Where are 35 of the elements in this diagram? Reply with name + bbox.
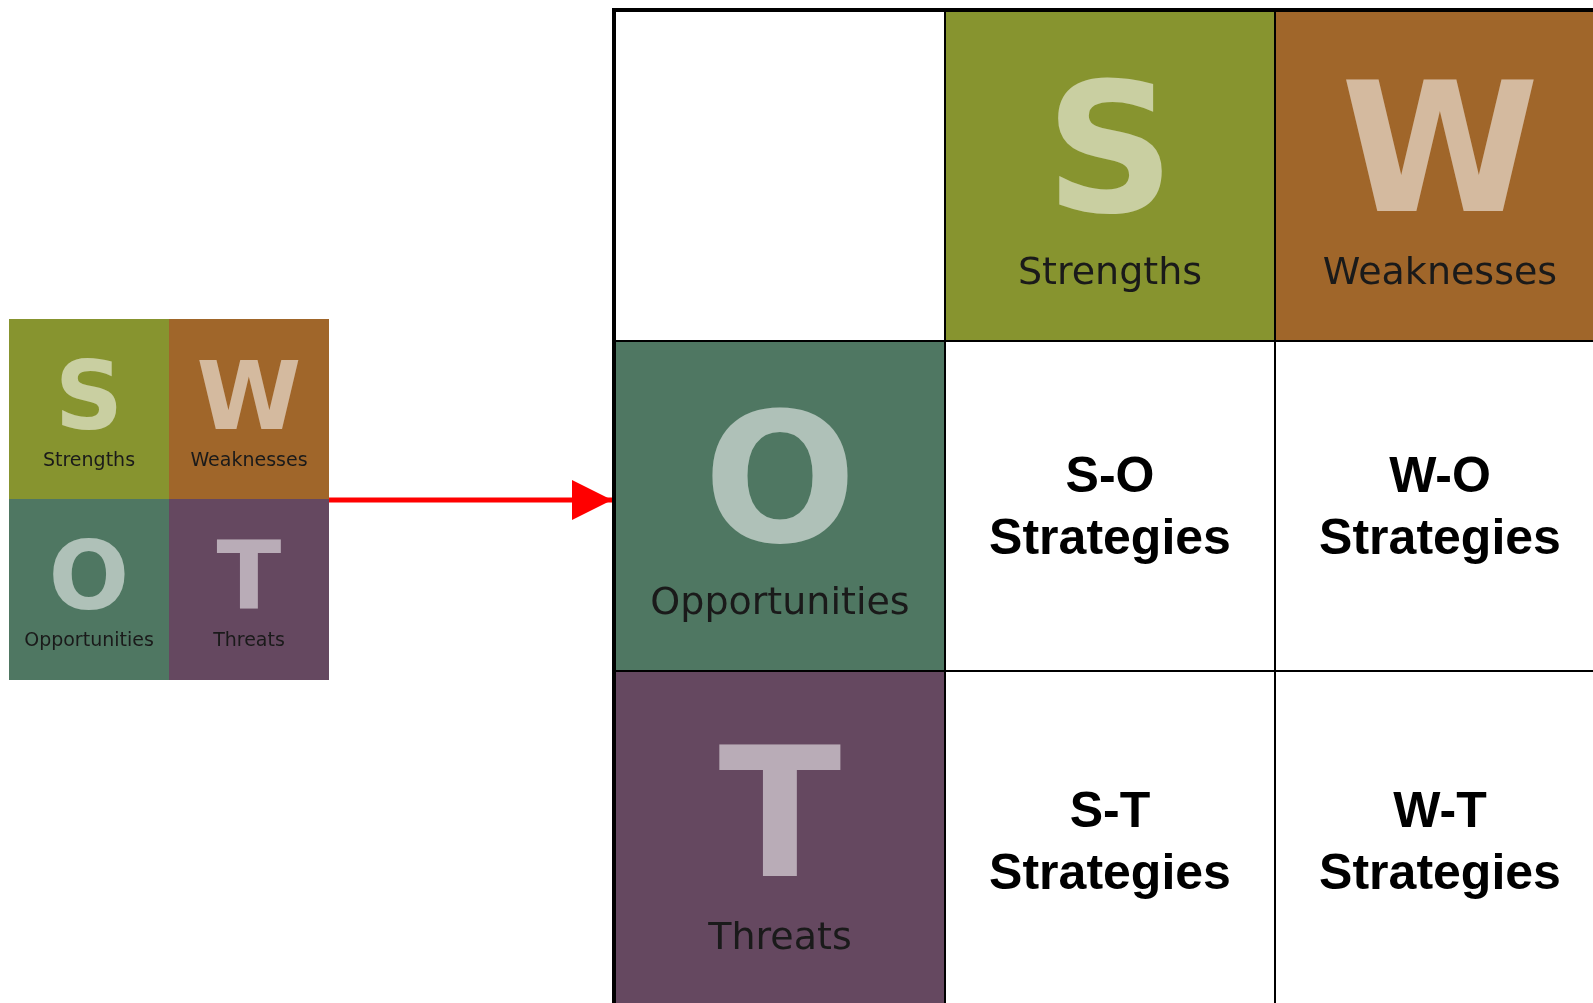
strategy-label: W-O Strategies (1318, 445, 1562, 567)
swot-cell (9, 319, 169, 499)
big-letter: T (718, 724, 842, 904)
swot-cell (945, 11, 1275, 341)
cell-label: Threats (213, 628, 285, 650)
strategy-label: S-O Strategies (988, 445, 1232, 567)
big-letter: W (196, 348, 302, 444)
cell-label: Opportunities (650, 579, 910, 623)
cell-label: Threats (708, 914, 852, 958)
cell-label: Weaknesses (1322, 249, 1558, 293)
big-letter: O (703, 389, 857, 569)
matrix-table (612, 8, 1593, 1003)
cell-label: Opportunities (24, 628, 154, 650)
big-letter: S (54, 348, 124, 444)
strategy-cell (1275, 341, 1593, 671)
swot-cell (615, 341, 945, 671)
swot-grid (9, 319, 329, 680)
strategy-cell (1275, 671, 1593, 1003)
swot-cell (169, 319, 329, 499)
big-letter: S (1045, 59, 1175, 239)
cell-label: Weaknesses (190, 447, 308, 470)
cell-label: Strengths (42, 447, 136, 470)
swot-cell (615, 671, 945, 1003)
big-letter: O (48, 529, 130, 624)
strategy-cell (945, 671, 1275, 1003)
strategy-label: S-T Strategies (988, 780, 1232, 902)
strategy-label: W-T Strategies (1318, 780, 1562, 902)
swot-cell (9, 499, 169, 680)
arrow (329, 480, 612, 520)
cell-label: Strengths (1017, 249, 1203, 293)
swot-cell (169, 499, 329, 680)
big-letter: T (216, 529, 282, 624)
big-letter: W (1340, 59, 1540, 239)
strategy-cell (945, 341, 1275, 671)
swot-cell (1275, 11, 1593, 341)
